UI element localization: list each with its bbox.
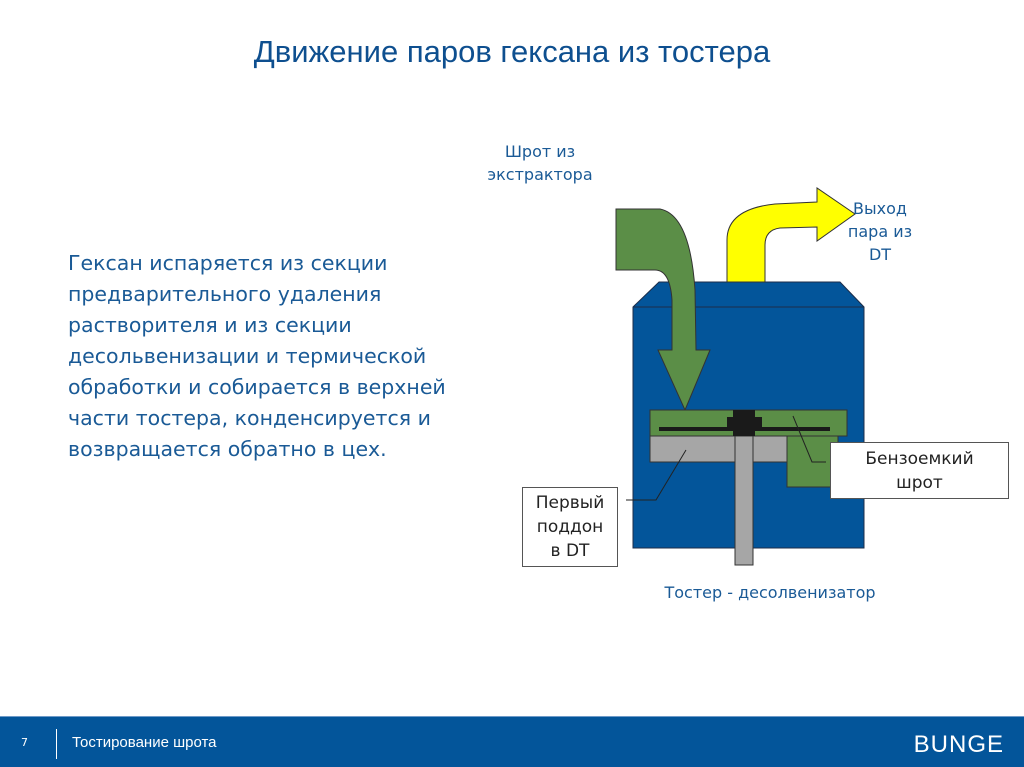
body-line: предварительного удаления (68, 282, 382, 306)
body-line: возвращается обратно в цех. (68, 437, 387, 461)
gray-tray (649, 435, 788, 463)
body-line: обработки и собирается в верхней (68, 375, 446, 399)
body-line: растворителя и из секции (68, 313, 352, 337)
footer-text: Тостирование шрота (72, 734, 217, 751)
body-line: Гексан испаряется из секции (68, 251, 388, 275)
meal-in-arrow (615, 208, 711, 412)
body-line: части тостера, конденсируется и (68, 406, 431, 430)
vapor-out-arrow (726, 187, 856, 283)
diagram-caption: Тостер - десолвенизатор (664, 583, 876, 602)
leader-line (626, 449, 687, 501)
bunge-logo: BUNGE (913, 731, 1004, 758)
body-text: Гексан испаряется из секции предваритель… (68, 248, 498, 465)
footer-divider (56, 729, 57, 759)
body-line: десольвенизации и термической (68, 344, 427, 368)
slide-title: Движение паров гексана из тостера (253, 34, 771, 69)
page-number: 7 (21, 736, 28, 749)
footer: 7 Тостирование шрота BUNGE (0, 716, 1024, 767)
leader-line (792, 415, 826, 463)
shaft (734, 435, 754, 566)
